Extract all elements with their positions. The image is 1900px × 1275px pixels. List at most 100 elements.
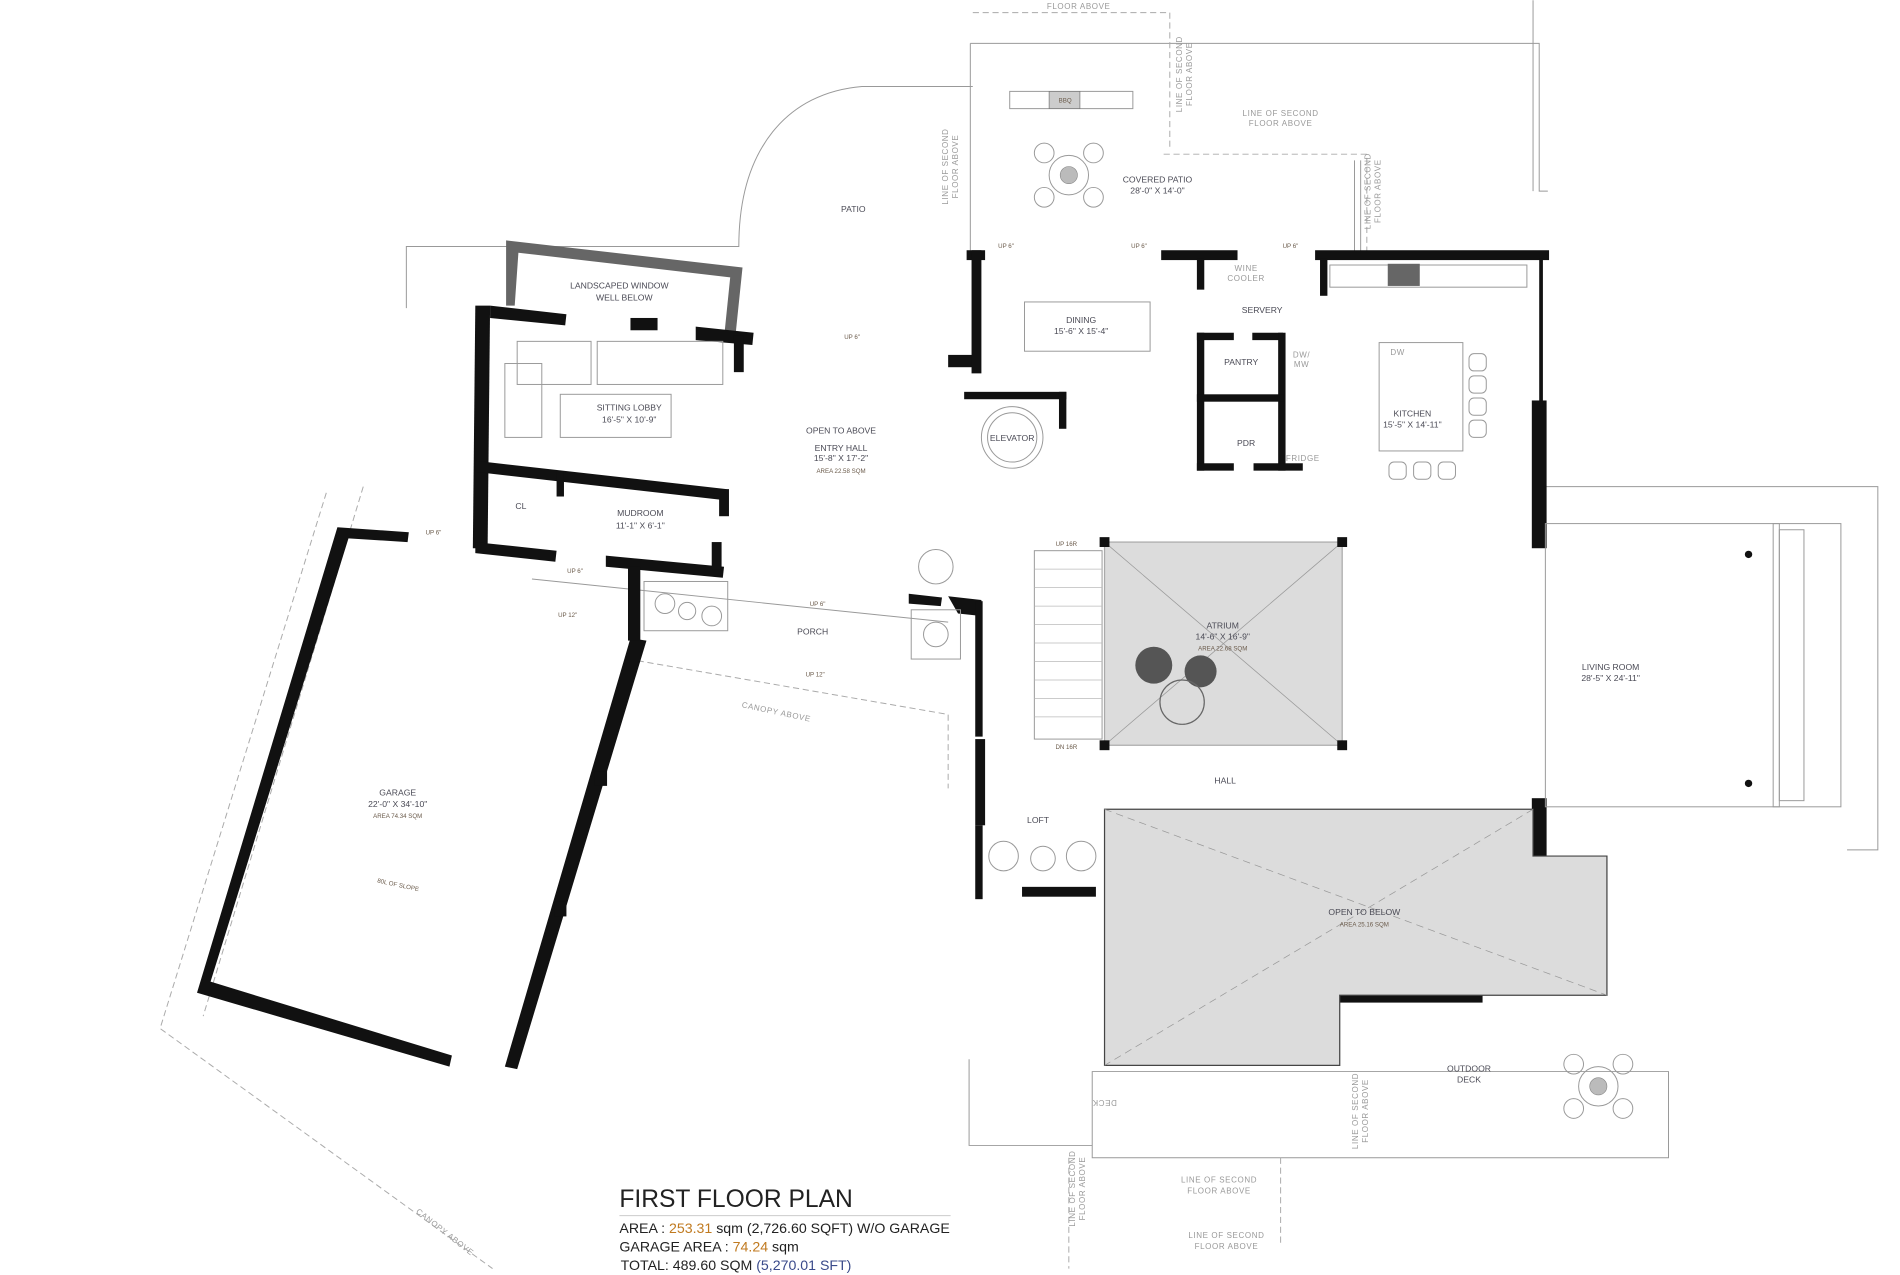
pantry-label: PANTRY — [1224, 357, 1258, 367]
canopy-above-note: CANOPY ABOVE — [414, 1207, 475, 1257]
step-note: UP 12" — [558, 612, 577, 619]
atrium-label: ATRIUM — [1207, 620, 1239, 630]
window-well-label: LANDSCAPED WINDOW — [570, 280, 669, 290]
area-rest: sqm (2,726.60 SQFT) W/O GARAGE — [712, 1221, 950, 1237]
line-second-floor-note-10: FLOOR ABOVE — [1361, 1079, 1370, 1143]
line-second-floor-note-4: FLOOR ABOVE — [1249, 119, 1313, 128]
site-outlines — [159, 0, 1879, 1269]
open-below-label: OPEN TO BELOW — [1328, 907, 1401, 917]
step-note: UP 6" — [810, 601, 826, 608]
dishwasher-label: DW — [1390, 348, 1405, 357]
step-note: UP 6" — [998, 243, 1014, 250]
step-note: UP 12" — [806, 671, 825, 678]
fridge-label: FRIDGE — [1286, 454, 1320, 463]
step-note: UP 6" — [567, 568, 583, 575]
garage-dims: 22'-0" X 34'-10" — [368, 799, 427, 809]
plan-title: FIRST FLOOR PLAN — [619, 1186, 852, 1213]
kitchen-dims: 15'-5" X 14'-11" — [1383, 420, 1442, 430]
line-second-floor-note-12: FLOOR ABOVE — [1078, 1157, 1087, 1221]
patio-table-icon — [1033, 142, 1104, 208]
area-prefix: AREA : — [619, 1221, 669, 1237]
closet-label: CL — [515, 501, 526, 511]
dining-table-icon — [1024, 301, 1151, 352]
line-second-floor-note-16: FLOOR ABOVE — [1195, 1242, 1259, 1251]
powder-room-label: PDR — [1237, 438, 1255, 448]
dining-dims: 15'-6" X 15'-4" — [1054, 326, 1108, 336]
servery-label: SERVERY — [1242, 305, 1283, 315]
step-note: UP 6" — [1283, 243, 1299, 250]
sitting-sofas-icon — [504, 340, 724, 438]
stair-icon — [1033, 550, 1103, 740]
covered-patio-dims: 28'-0" X 14'-0" — [1130, 186, 1184, 196]
canopy-above-note-small: CANOPY ABOVE — [741, 700, 812, 723]
atrium — [1099, 537, 1348, 751]
walls — [197, 250, 1550, 1070]
loft-chairs-icon — [988, 840, 1097, 872]
dwmw-label: DW/ — [1293, 350, 1311, 359]
open-above-label: OPEN TO ABOVE — [806, 426, 876, 436]
mudroom-label: MUDROOM — [617, 508, 663, 518]
open-to-below — [1103, 808, 1608, 1067]
floor-above-note: FLOOR ABOVE — [1047, 2, 1111, 11]
bbq-counter: BBQ — [1009, 90, 1134, 110]
planter-icon — [643, 548, 961, 660]
entry-hall-label: ENTRY HALL — [815, 443, 868, 453]
elevator-icon — [980, 406, 1044, 469]
garage-area-line: GARAGE AREA : 74.24 sqm — [619, 1239, 798, 1255]
total-line: TOTAL: 489.60 SQM (5,270.01 SFT) — [621, 1258, 852, 1274]
total-sft: (5,270.01 SFT) — [756, 1258, 851, 1274]
garage-rest: sqm — [768, 1239, 799, 1255]
mudroom-dims: 11'-1" X 6'-1" — [616, 521, 665, 531]
living-room-label: LIVING ROOM — [1582, 662, 1639, 672]
line-second-floor-note-9: LINE OF SECOND — [1351, 1073, 1360, 1149]
area-line: AREA : 253.31 sqm (2,726.60 SQFT) W/O GA… — [619, 1221, 949, 1237]
living-window-seat — [1544, 523, 1842, 808]
line-second-floor-note-11: LINE OF SECOND — [1068, 1150, 1077, 1226]
total-prefix: TOTAL: 489.60 SQM — [621, 1258, 757, 1274]
line-second-floor-note-3: LINE OF SECOND — [1243, 109, 1319, 118]
area-sqm: 253.31 — [669, 1221, 712, 1237]
step-note: UP 6" — [1131, 243, 1147, 250]
garage-label: GARAGE — [379, 788, 416, 798]
title-block: FIRST FLOOR PLAN AREA : 253.31 sqm (2,72… — [619, 1186, 951, 1274]
entry-hall-area: AREA 22.58 SQM — [816, 468, 865, 475]
stair-up-note: UP 16R — [1056, 541, 1078, 548]
covered-patio-label: COVERED PATIO — [1123, 175, 1193, 185]
atrium-area: AREA 22.68 SQM — [1198, 645, 1247, 652]
garage-sqm: 74.24 — [733, 1239, 769, 1255]
sitting-lobby-dims: 16'-5" X 10'-9" — [602, 415, 656, 425]
garage-prefix: GARAGE AREA : — [619, 1239, 732, 1255]
window-well-label-2: WELL BELOW — [596, 293, 653, 303]
sitting-lobby-label: SITTING LOBBY — [597, 402, 662, 412]
line-second-floor-note-6: FLOOR ABOVE — [951, 135, 960, 199]
stair-down-note: DN 16R — [1055, 744, 1077, 751]
wine-cooler-label: WINE — [1234, 264, 1257, 273]
step-note: UP 6" — [844, 334, 860, 341]
open-below-area: AREA 25.16 SQM — [1340, 921, 1389, 928]
line-second-floor-note-14: FLOOR ABOVE — [1187, 1186, 1251, 1195]
line-second-floor-note: LINE OF SECOND — [1175, 36, 1184, 112]
kitchen-island-icon — [1329, 263, 1528, 480]
bbq-label: BBQ — [1059, 97, 1072, 104]
atrium-dims: 14'-6" X 16'-9" — [1196, 631, 1250, 641]
line-second-floor-note-15: LINE OF SECOND — [1188, 1231, 1264, 1240]
outdoor-deck-label: OUTDOOR — [1447, 1064, 1491, 1074]
garage-area: AREA 74.34 SQM — [373, 813, 422, 820]
line-second-floor-note-2: FLOOR ABOVE — [1185, 42, 1194, 106]
elevator-label: ELEVATOR — [990, 433, 1035, 443]
entry-hall-dims: 15'-8" X 17'-2" — [814, 453, 868, 463]
dwmw-label-2: MW — [1294, 360, 1309, 369]
dining-label: DINING — [1066, 315, 1096, 325]
window-well-wall — [506, 240, 743, 339]
loft-label: LOFT — [1027, 815, 1050, 825]
garage-slope-note: 80L OF SLOPE — [377, 878, 420, 894]
living-room-dims: 28'-5" X 24'-11" — [1581, 673, 1640, 683]
porch-label: PORCH — [797, 626, 828, 636]
line-second-floor-note-13: LINE OF SECOND — [1181, 1175, 1257, 1184]
deck-label-small: DECK — [1092, 1098, 1117, 1107]
kitchen-label: KITCHEN — [1393, 408, 1431, 418]
wine-cooler-label-2: COOLER — [1227, 274, 1264, 283]
step-note: UP 6" — [426, 530, 442, 537]
hall-label: HALL — [1214, 775, 1236, 785]
